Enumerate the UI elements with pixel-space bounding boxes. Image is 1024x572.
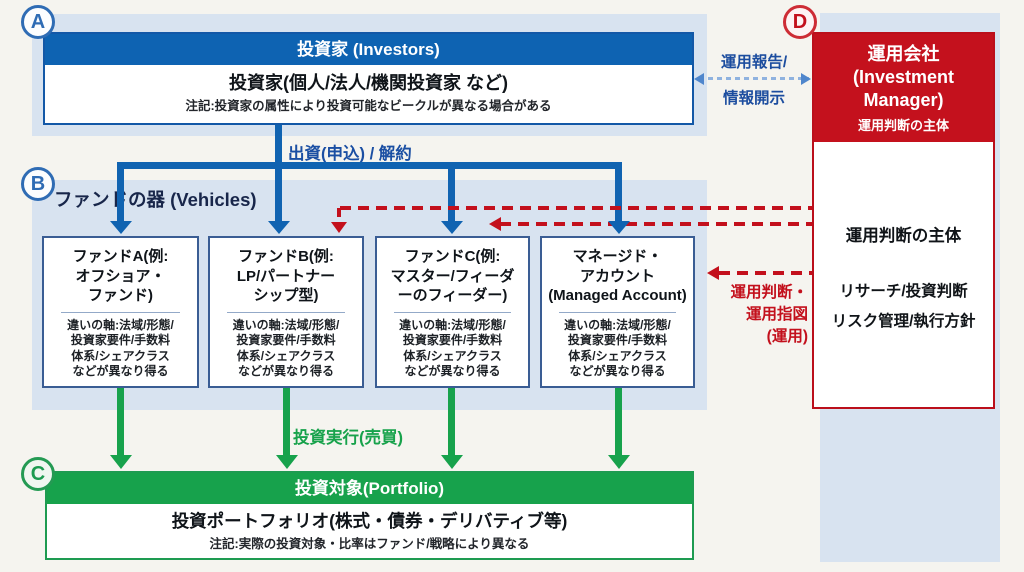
execution-shaft-managed-account — [615, 388, 622, 456]
investors-header: 投資家 (Investors) — [45, 34, 692, 65]
subscription-drop-managed-account — [615, 166, 622, 222]
investors-main-text: 投資家(個人/法人/機関投資家 など) — [229, 73, 508, 93]
instruction-dash-drop-1 — [337, 208, 341, 223]
reporting-label-line1: 運用報告/ — [720, 54, 788, 71]
manager-body: 運用判断の主体 リサーチ/投資判断 リスク管理/執行方針 — [814, 142, 993, 515]
manager-role-text: 運用判断の主体 — [845, 227, 962, 245]
reporting-label-line2: 情報開示 — [722, 90, 785, 107]
vehicle-box-managed-account: マネージド・ アカウント (Managed Account) 違いの軸:法域/形… — [540, 236, 695, 388]
instruction-dash-line-3 — [719, 271, 812, 275]
instruction-dash-line-2 — [500, 222, 812, 226]
vehicle-divider — [227, 311, 345, 313]
execution-arrowhead-fund-c — [441, 455, 463, 469]
section-badge-c: C — [21, 457, 55, 491]
manager-header-subtitle: 運用判断の主体 — [857, 118, 949, 133]
subscription-arrowhead-fund-b — [268, 221, 290, 234]
portfolio-box: 投資対象(Portfolio) 投資ポートフォリオ(株式・債券・デリバティブ等)… — [45, 471, 694, 560]
instruction-arrowhead-left-3 — [707, 266, 719, 280]
vehicle-title-fund-a: ファンドA(例: オフショア・ ファンド) — [72, 248, 169, 304]
section-badge-b: B — [21, 167, 55, 201]
subscription-drop-fund-a — [117, 162, 124, 222]
manager-title: 運用会社 (Investment Manager) — [852, 44, 955, 110]
vehicle-note-managed-account: 違いの軸:法域/形態/ 投資家要件/手数料 体系/シェアクラス などが異なり得る — [564, 317, 671, 379]
manager-header: 運用会社 (Investment Manager) 運用判断の主体 — [814, 34, 993, 142]
execution-shaft-fund-a — [117, 388, 124, 456]
subscription-arrowhead-fund-a — [110, 221, 132, 234]
vehicle-box-fund-c: ファンドC(例: マスター/フィーダ ーのフィーダー) 違いの軸:法域/形態/ … — [375, 236, 530, 388]
subscription-arrowhead-managed-account — [608, 221, 630, 234]
subscription-arrow-shaft-main — [275, 125, 282, 222]
manager-function-2: リスク管理/執行方針 — [831, 313, 976, 330]
vehicle-title-managed-account: マネージド・ アカウント (Managed Account) — [548, 248, 687, 304]
manager-box: 運用会社 (Investment Manager) 運用判断の主体 運用判断の主… — [812, 32, 995, 409]
vehicle-note-fund-b: 違いの軸:法域/形態/ 投資家要件/手数料 体系/シェアクラス などが異なり得る — [232, 317, 340, 379]
vehicle-note-fund-a: 違いの軸:法域/形態/ 投資家要件/手数料 体系/シェアクラス などが異なり得る — [67, 317, 174, 379]
subscription-flow-label: 出資(申込) / 解約 — [288, 145, 412, 163]
section-badge-d: D — [783, 5, 817, 39]
vehicle-divider — [394, 311, 511, 313]
investors-note: 注記:投資家の属性により投資可能なビークルが異なる場合がある — [185, 99, 552, 113]
execution-arrowhead-fund-a — [110, 455, 132, 469]
investors-box: 投資家 (Investors) 投資家(個人/法人/機関投資家 など) 注記:投… — [43, 32, 694, 125]
vehicle-note-fund-c: 違いの軸:法域/形態/ 投資家要件/手数料 体系/シェアクラス などが異なり得る — [399, 317, 506, 379]
instruction-arrowhead-down — [331, 222, 347, 233]
execution-arrowhead-managed-account — [608, 455, 630, 469]
portfolio-header: 投資対象(Portfolio) — [47, 473, 692, 504]
instruction-flow-label: 運用判断・ 運用指図 (運用) — [730, 284, 808, 345]
subscription-drop-fund-c — [448, 166, 455, 222]
subscription-arrowhead-fund-c — [441, 221, 463, 234]
instruction-dash-line-1 — [340, 206, 812, 210]
manager-function-1: リサーチ/投資判断 — [839, 283, 968, 300]
section-badge-a: A — [21, 5, 55, 39]
portfolio-note: 注記:実際の投資対象・比率はファンド/戦略により異なる — [209, 537, 530, 551]
vehicle-title-fund-b: ファンドB(例: LP/パートナー シップ型) — [236, 248, 336, 304]
execution-flow-label: 投資実行(売買) — [293, 429, 403, 447]
execution-shaft-fund-c — [448, 388, 455, 456]
reporting-dash-line — [699, 77, 809, 80]
execution-arrowhead-fund-b — [276, 455, 298, 469]
vehicle-box-fund-b: ファンドB(例: LP/パートナー シップ型) 違いの軸:法域/形態/ 投資家要… — [208, 236, 364, 388]
vehicle-divider — [559, 311, 676, 313]
portfolio-main-text: 投資ポートフォリオ(株式・債券・デリバティブ等) — [171, 511, 568, 531]
reporting-arrowhead-left — [694, 72, 704, 85]
subscription-distribution-bar — [117, 162, 622, 169]
vehicles-section-label: ファンドの器 (Vehicles) — [54, 189, 257, 210]
instruction-arrowhead-left-2 — [489, 217, 501, 231]
execution-shaft-fund-b — [283, 388, 290, 456]
vehicle-divider — [61, 311, 180, 313]
vehicle-box-fund-a: ファンドA(例: オフショア・ ファンド) 違いの軸:法域/形態/ 投資家要件/… — [42, 236, 199, 388]
vehicle-title-fund-c: ファンドC(例: マスター/フィーダ ーのフィーダー) — [390, 248, 515, 304]
reporting-arrowhead-right — [801, 72, 811, 85]
